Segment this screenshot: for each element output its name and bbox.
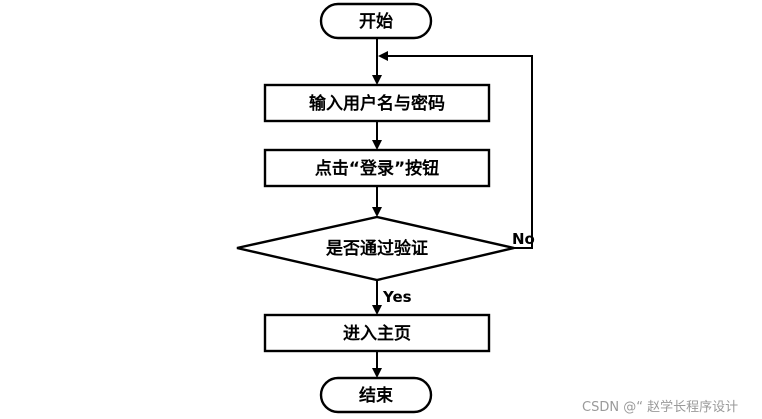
terminator-start-shape bbox=[319, 2, 433, 40]
edge-label-yes: Yes bbox=[382, 288, 412, 306]
arrowhead-home bbox=[372, 305, 382, 315]
arrowhead-verify bbox=[372, 207, 382, 217]
node-verify: 是否通过验证 bbox=[236, 215, 515, 282]
arrowhead-end bbox=[372, 368, 382, 378]
node-input-credentials: 输入用户名与密码 bbox=[263, 83, 491, 123]
arrowhead-loop bbox=[378, 51, 388, 61]
edges: No Yes bbox=[372, 38, 535, 378]
edge-verify-no-loop bbox=[387, 55, 533, 249]
terminator-end-shape bbox=[319, 376, 433, 414]
node-end-label: 结束 bbox=[359, 385, 393, 406]
node-start-label: 开始 bbox=[359, 11, 393, 32]
node-start: 开始 bbox=[319, 2, 433, 40]
process-click-shape bbox=[263, 148, 491, 188]
node-input-credentials-label: 输入用户名与密码 bbox=[309, 93, 445, 114]
node-click-login: 点击“登录”按钮 bbox=[263, 148, 491, 188]
arrowhead-input bbox=[372, 75, 382, 85]
node-end: 结束 bbox=[319, 376, 433, 414]
decision-verify-shape bbox=[236, 215, 515, 282]
watermark: CSDN @“ 赵学长程序设计 bbox=[582, 400, 739, 415]
node-enter-home: 进入主页 bbox=[263, 313, 491, 353]
process-home-shape bbox=[263, 313, 491, 353]
node-enter-home-label: 进入主页 bbox=[343, 323, 411, 344]
node-click-login-label: 点击“登录”按钮 bbox=[315, 158, 439, 179]
process-input-shape bbox=[263, 83, 491, 123]
edge-label-no: No bbox=[512, 230, 535, 248]
arrowhead-click bbox=[372, 140, 382, 150]
node-verify-label: 是否通过验证 bbox=[326, 238, 428, 259]
